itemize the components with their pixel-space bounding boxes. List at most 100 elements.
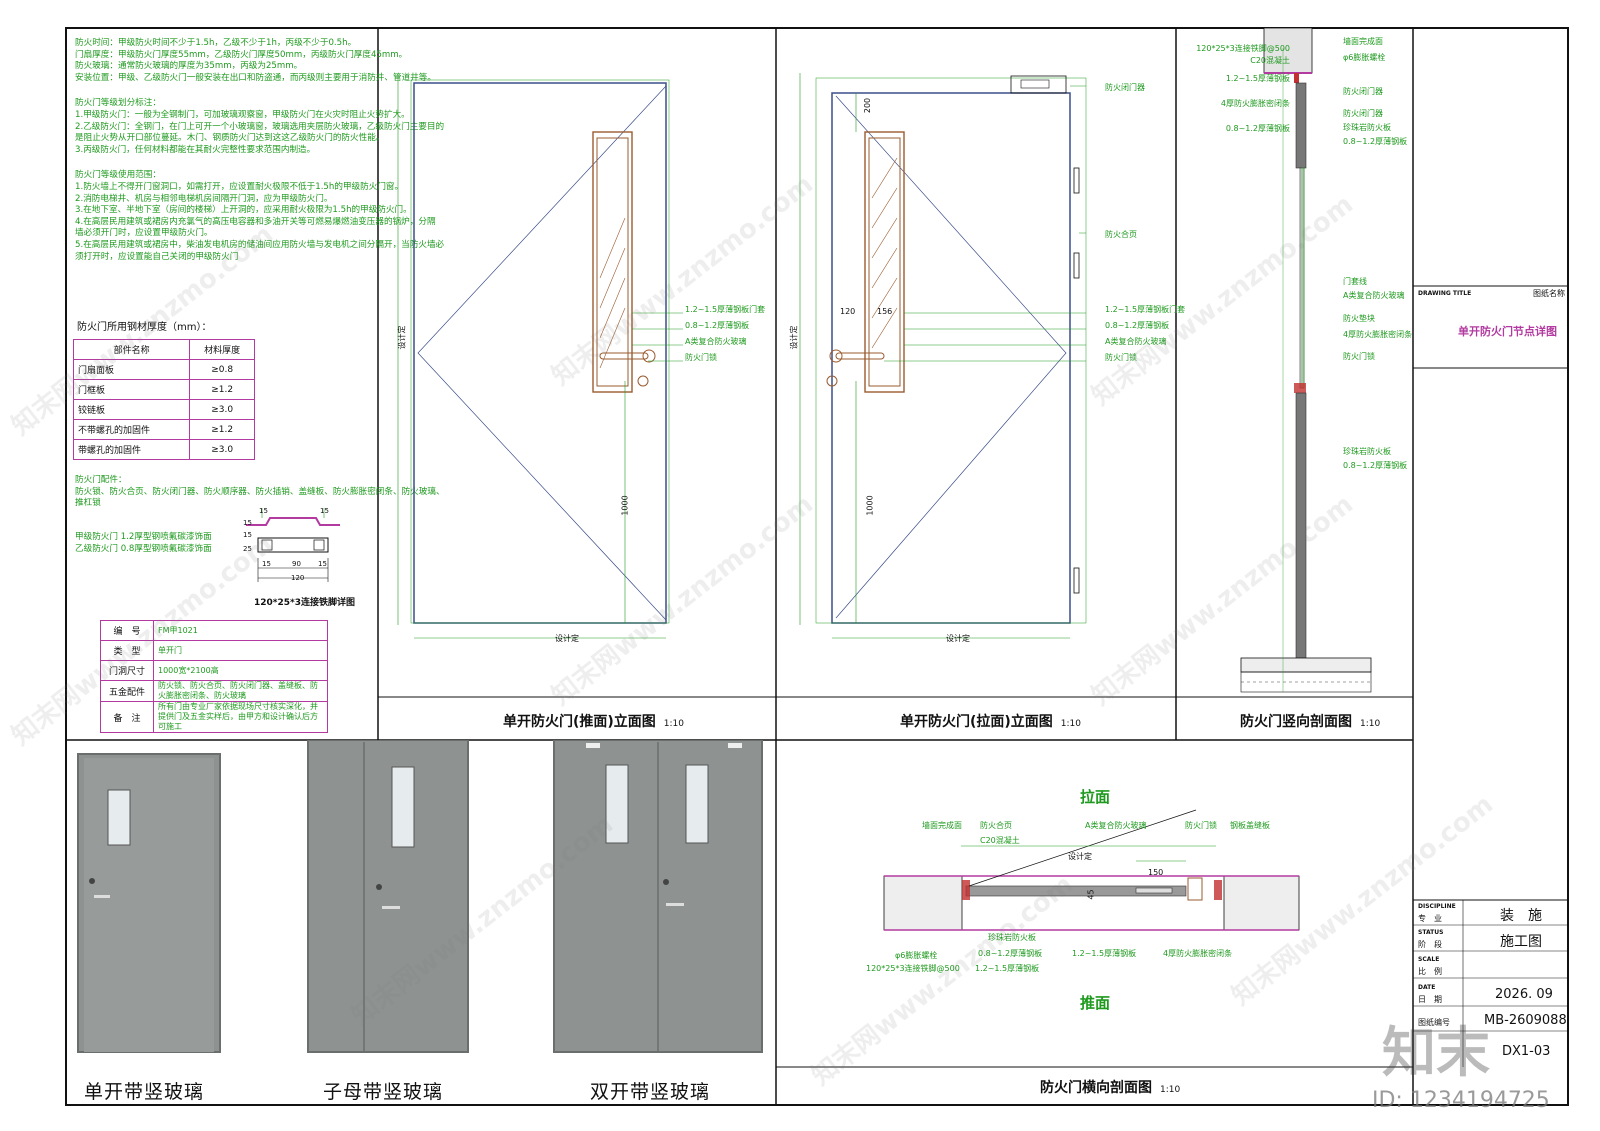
tb-discipline-en: DISCIPLINE	[1418, 903, 1456, 910]
table-cell: 铰链板	[72, 399, 191, 420]
bracket-dim: 15	[259, 507, 268, 515]
tb-drawing-title-en: DRAWING TITLE	[1418, 290, 1472, 297]
tb-scale-cn: 比 例	[1418, 967, 1442, 976]
hsection-bottom-label: 1.2~1.5厚薄钢板	[1072, 949, 1137, 958]
pull-label-hinge: 防火合页	[1105, 230, 1137, 239]
bracket-detail-drawing	[246, 508, 340, 582]
vsection-left-label: 0.8~1.2厚薄钢板	[1225, 124, 1290, 133]
table-row: 门框板≥1.2	[72, 379, 255, 400]
hsection-top-label: 防火门锁	[1185, 821, 1217, 830]
table-cell: ≥1.2	[189, 379, 255, 400]
vsection-left-label: 4厚防火膨胀密闭条	[1220, 99, 1290, 108]
table-cell: 所有门由专业厂家依据现场尺寸核实深化，并提供门及五金实样后，由甲方和设计确认后方…	[153, 701, 328, 733]
note-line: 防火门等级使用范围：	[75, 170, 161, 181]
table-cell: 防火锁、防火合页、防火闭门器、盖缝板、防火膨胀密闭条、防火玻璃	[153, 680, 328, 702]
vsection-right-label: 门套线	[1343, 277, 1367, 286]
hsection-top-label: 防火合页	[980, 821, 1012, 830]
hsection-bottom-label: 120*25*3连接铁脚@500	[866, 964, 960, 973]
table-row: 铰链板≥3.0	[72, 399, 255, 420]
push-dim-height: 设计定	[397, 325, 407, 350]
note-line: 墙必须开门时，应设置甲级防火门。	[75, 228, 213, 239]
bracket-dim: 15	[262, 560, 271, 568]
pull-label: A类复合防火玻璃	[1105, 337, 1167, 346]
vsection-right-label: 防火闭门器	[1343, 109, 1383, 118]
push-dim-handle: 1000	[620, 495, 630, 516]
vsection-right-label: 0.8~1.2厚薄钢板	[1343, 137, 1408, 146]
note-line: 3.在地下室、半地下室（房间的楼梯）上开洞的，应采用耐火极限为1.5h的甲级防火…	[75, 205, 412, 216]
tb-drawing-title: 单开防火门节点详图	[1458, 325, 1557, 338]
note-line: 甲级防火门 1.2厚型钢喷氟碳漆饰面	[75, 532, 212, 542]
note-line: 防火门配件：	[75, 475, 127, 485]
vsection-right-label: 防火门锁	[1343, 352, 1375, 361]
photo-single-door	[77, 753, 221, 1053]
photo-panel	[77, 740, 763, 1053]
tb-status-en: STATUS	[1418, 929, 1444, 936]
note-line: 1.甲级防火门：一般为全钢制门，可加玻璃观察窗，甲级防火门在火灾时阻止火势扩大。	[75, 109, 410, 120]
notes-block-fittings: 防火门配件：防火锁、防火合页、防火闭门器、防火顺序器、防火插销、盖缝板、防火膨胀…	[75, 475, 445, 510]
tb-discipline-cn: 专 业	[1418, 914, 1442, 923]
hsection-bottom-label: 0.8~1.2厚薄钢板	[978, 949, 1043, 958]
tb-status: 施工图	[1500, 934, 1542, 950]
vsection-right-label: 4厚防火膨胀密闭条	[1343, 330, 1413, 339]
hsection-bottom-label: 1.2~1.5厚薄钢板	[975, 964, 1040, 973]
note-line: 2.乙级防火门：全钢门，在门上可开一个小玻璃窗，玻璃选用夹层防火玻璃，乙级防火门…	[75, 121, 445, 132]
tb-drawing-title-cn: 图纸名称	[1533, 289, 1565, 298]
vsection-left-label: 120*25*3连接铁脚@500	[1196, 44, 1290, 53]
tb-drawing-no-label: 图纸编号	[1418, 1018, 1450, 1027]
pull-dim-a: 120	[840, 307, 856, 316]
table-cell: 不带螺孔的加固件	[72, 419, 191, 440]
hsection-dim-thick: 45	[1086, 889, 1096, 900]
note-line: 是阻止火势从开口部位蔓延。木门、钢质防火门达到这这乙级防火门的防火性能。	[75, 133, 385, 144]
pull-label: 防火门锁	[1105, 353, 1137, 362]
vsection-right-label: 珍珠岩防火板	[1343, 447, 1391, 456]
photo-label-double: 双开带竖玻璃	[590, 1081, 711, 1103]
tb-discipline: 装 施	[1500, 908, 1542, 924]
bracket-dim: 120	[291, 574, 305, 582]
pull-dim-height: 设计定	[789, 325, 799, 350]
vsection-right-label: 墙面完成面	[1343, 37, 1383, 46]
tb-date: 2026. 09	[1495, 987, 1553, 1002]
tb-scale-en: SCALE	[1418, 956, 1440, 963]
pull-elevation-drawing	[799, 73, 1087, 639]
steel-thickness-title: 防火门所用钢材厚度（mm）：	[77, 322, 212, 333]
hsection-top-label: A类复合防火玻璃	[1085, 821, 1147, 830]
bracket-dim: 25	[243, 545, 252, 553]
photo-double-door	[553, 740, 763, 1053]
table-row: 带螺孔的加固件≥3.0	[72, 439, 255, 460]
note-line: 安装位置：甲级、乙级防火门一般安装在出口和防盗通，而丙级则主要用于消防井、管道井…	[75, 72, 436, 83]
table-row: 不带螺孔的加固件≥1.2	[72, 419, 255, 440]
table-row: 备 注所有门由专业厂家依据现场尺寸核实深化，并提供门及五金实样后，由甲方和设计确…	[100, 701, 328, 733]
hsection-top-label: 钢板盖缝板	[1230, 821, 1270, 830]
note-line: 推杠锁	[75, 498, 101, 509]
table-cell: ≥3.0	[189, 399, 255, 420]
notes-block-fire-rating: 防火时间：甲级防火时间不少于1.5h，乙级不少于1h，丙级不少于0.5h。门扇厚…	[75, 38, 444, 84]
hsection-pull-face-label: 拉面	[1080, 788, 1111, 806]
table-row: 五金配件防火锁、防火合页、防火闭门器、盖缝板、防火膨胀密闭条、防火玻璃	[100, 680, 328, 702]
vsection-right-label: 0.8~1.2厚薄钢板	[1343, 461, 1408, 470]
table-cell: ≥1.2	[189, 419, 255, 440]
tb-status-cn: 阶 段	[1418, 940, 1442, 949]
table-cell: ≥3.0	[189, 439, 255, 460]
hsection-push-face-label: 推面	[1080, 994, 1111, 1012]
note-line: 1.防火墙上不得开门窗洞口，如需打开，应设置耐火极限不低于1.5h的甲级防火门窗…	[75, 181, 404, 192]
hsection-bottom-label: 4厚防火膨胀密闭条	[1163, 949, 1233, 958]
watermark-logo: 知末	[1382, 1021, 1490, 1084]
vsection-right-label: 防火垫块	[1343, 314, 1375, 323]
bracket-dim: 15	[318, 560, 327, 568]
pull-label: 1.2~1.5厚薄钢板门套	[1105, 305, 1186, 314]
note-line: 须打开时，应设置能自己关闭的甲级防火门	[75, 251, 239, 262]
table-cell: ≥0.8	[189, 359, 255, 380]
bracket-dim: 15	[320, 507, 329, 515]
watermark-id: ID: 1234194725	[1372, 1088, 1550, 1113]
note-line: 4.在高层民用建筑或裙房内充氯气的高压电容器和多油开关等可燃易爆燃油变压器的锅炉…	[75, 216, 436, 227]
